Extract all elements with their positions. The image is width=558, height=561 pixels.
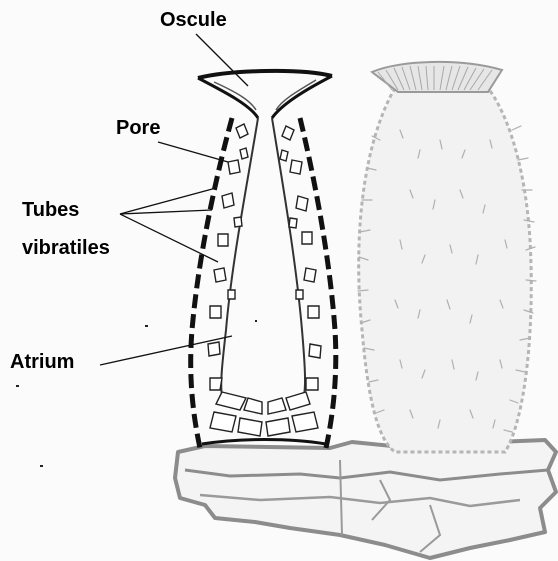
tubes-label-line2: vibratiles <box>22 238 110 258</box>
substrate-rock <box>175 440 556 558</box>
atrium-label: Atrium <box>10 352 74 372</box>
tubes-label-line1: Tubes <box>22 200 79 220</box>
pore-leader <box>158 142 228 162</box>
sponge-exterior-view <box>358 62 536 452</box>
oscule-label: Oscule <box>160 10 227 30</box>
pore-label: Pore <box>116 118 160 138</box>
